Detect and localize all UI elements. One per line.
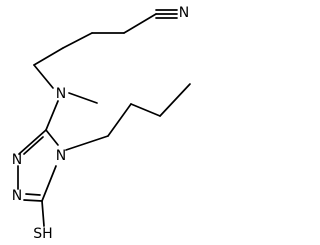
amine-nitrogen-label: N — [56, 86, 66, 102]
ring-double-bond-n1-c5 — [25, 193, 41, 196]
molecule-structure: N N N N N SH — [12, 5, 191, 242]
chain-bond-4 — [33, 47, 64, 66]
amine-methyl-bond — [68, 92, 98, 104]
butyl-bond-4 — [159, 83, 191, 117]
butyl-bond-1 — [65, 135, 109, 151]
butyl-bond-2 — [107, 103, 132, 137]
ring-bond-c3-n2 — [18, 129, 47, 155]
thiol-label: SH — [33, 226, 52, 242]
chain-bond-1 — [123, 13, 157, 34]
ring-nitrogen-label: N — [12, 188, 22, 204]
bonds — [17, 9, 191, 227]
ring-nitrogen-label: N — [56, 148, 66, 164]
structure-canvas: N N N N N SH — [12, 5, 191, 242]
ring-bond-c5-n4 — [41, 165, 57, 202]
atom-labels: N N N N N SH — [12, 5, 189, 242]
ring-double-bond-c3-n2 — [23, 136, 44, 155]
ring-bond-n1-c5 — [23, 199, 43, 202]
amine-to-chain-bond — [33, 64, 54, 89]
butyl-bond-3 — [130, 103, 161, 117]
ring-bond-c3-n4 — [45, 129, 59, 146]
ring-nitrogen-label: N — [12, 152, 22, 168]
amine-to-ring-bond — [45, 100, 59, 131]
nitrile-nitrogen-label: N — [179, 5, 189, 21]
c5-to-sh-bond — [41, 200, 45, 227]
chain-bond-3 — [62, 32, 93, 49]
